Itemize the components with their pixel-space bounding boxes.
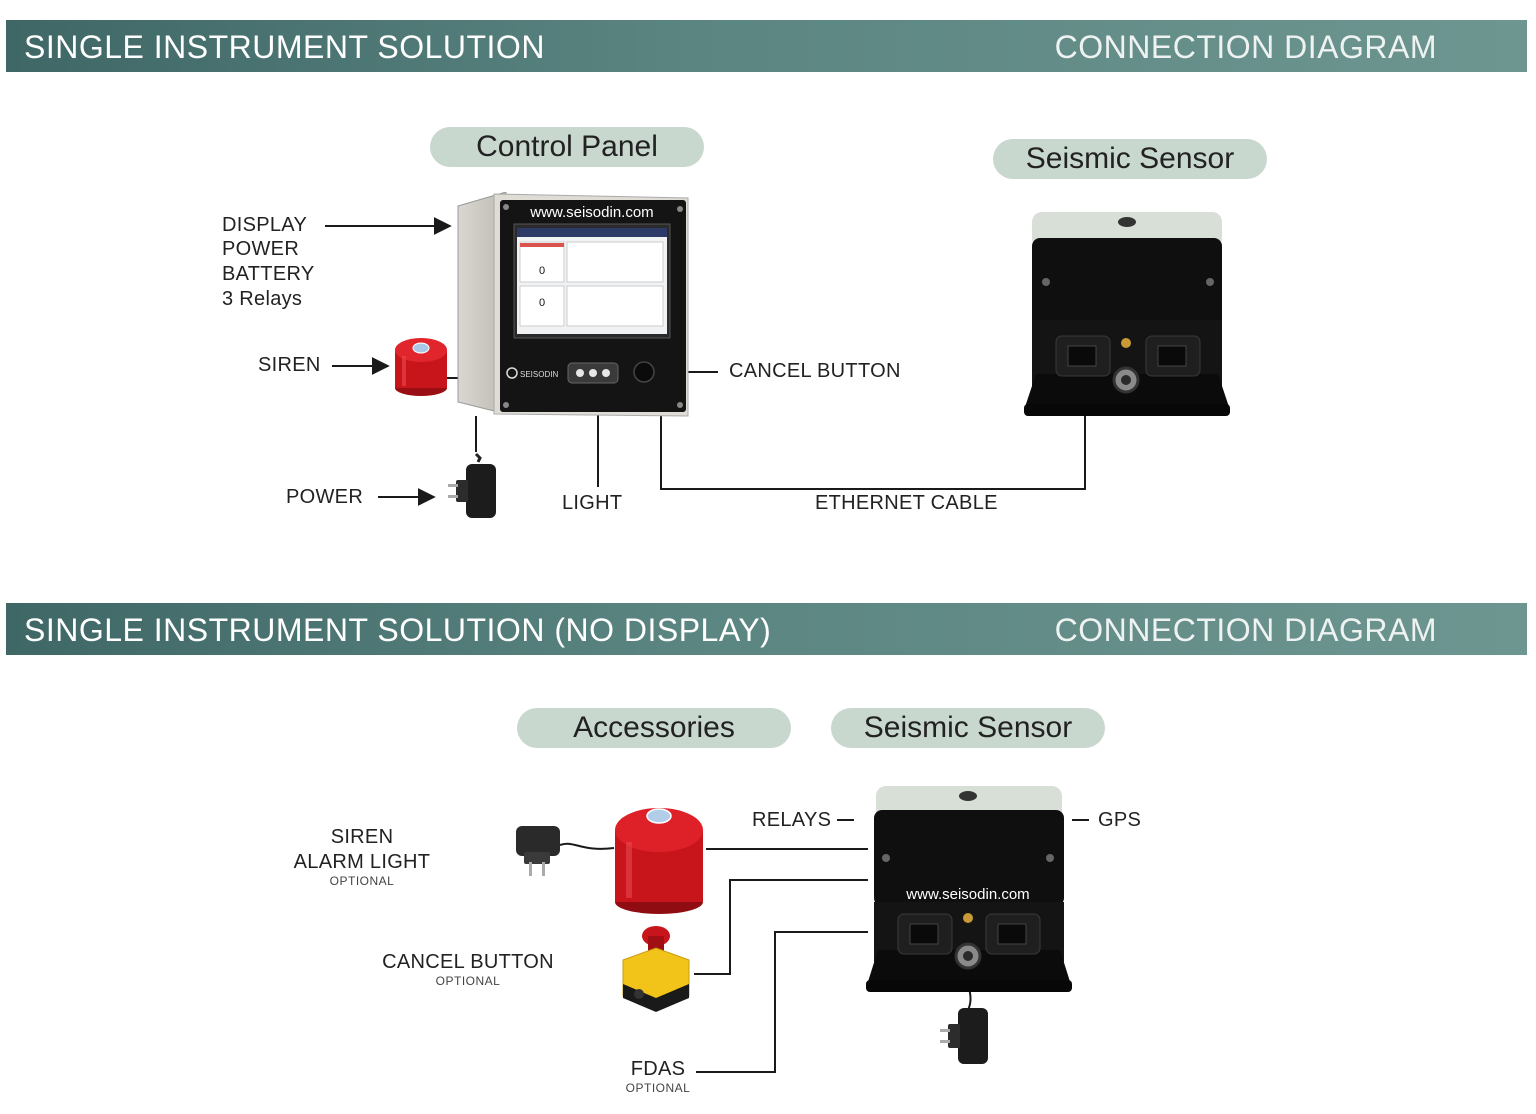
panel-url-text: www.seisodin.com [529,204,653,221]
seismic-sensor-device-bottom: www.seisodin.com [866,786,1072,992]
battery-label: BATTERY [222,263,315,285]
gps-label: GPS [1098,809,1142,831]
top-banner-title: SINGLE INSTRUMENT SOLUTION [24,29,545,65]
power-adapter-icon-top [448,452,496,518]
fdas-label: FDAS [630,1058,686,1080]
control-panel-label: Control Panel [430,127,704,167]
light-label: LIGHT [562,492,623,514]
sensor-url-text: www.seisodin.com [905,886,1029,903]
emergency-cancel-button-icon [622,926,690,1012]
siren-label-bottom: SIREN [330,826,394,848]
svg-text:0: 0 [539,265,545,277]
display-label: DISPLAY [222,214,308,236]
power-label-top: POWER [286,486,364,508]
power-adapter-icon-siren [516,826,560,876]
relays-feature-label: 3 Relays [222,288,303,310]
siren-adapter-cord [559,842,615,850]
bottom-banner: SINGLE INSTRUMENT SOLUTION (NO DISPLAY) … [6,603,1527,655]
bottom-banner-title: SINGLE INSTRUMENT SOLUTION (NO DISPLAY) [24,612,772,648]
cancel-button-label-bottom: CANCEL BUTTON [382,951,554,973]
svg-text:0: 0 [539,297,545,309]
seismic-sensor-device-top [1024,212,1230,416]
siren-label-top: SIREN [258,354,321,376]
panel-brand-text: SEISODIN [520,370,558,379]
top-banner: SINGLE INSTRUMENT SOLUTION CONNECTION DI… [6,20,1527,72]
fdas-wire [696,931,868,1073]
top-banner-subtitle: CONNECTION DIAGRAM [1054,29,1437,65]
cancel-button-wire [694,879,868,975]
cancel-button-label-top: CANCEL BUTTON [729,360,901,382]
seismic-sensor-label-bottom: Seismic Sensor [831,708,1105,748]
cancel-optional-label: OPTIONAL [435,974,501,988]
alarm-light-label: ALARM LIGHT [293,851,431,873]
siren-icon-bottom [615,808,703,914]
seismic-sensor-label-top: Seismic Sensor [993,139,1267,179]
power-feature-label: POWER [222,238,300,260]
fdas-optional-label: OPTIONAL [625,1081,691,1095]
siren-icon-top [395,338,447,396]
ethernet-cable-line [660,414,1086,490]
ethernet-cable-label: ETHERNET CABLE [815,492,998,514]
power-adapter-icon-sensor [940,1008,988,1064]
siren-optional-label: OPTIONAL [329,874,395,888]
bottom-banner-subtitle: CONNECTION DIAGRAM [1054,612,1437,648]
control-panel-device: www.seisodin.com 0 0 SEISODIN [457,192,689,417]
accessories-label: Accessories [517,708,791,748]
relays-label: RELAYS [752,809,832,831]
